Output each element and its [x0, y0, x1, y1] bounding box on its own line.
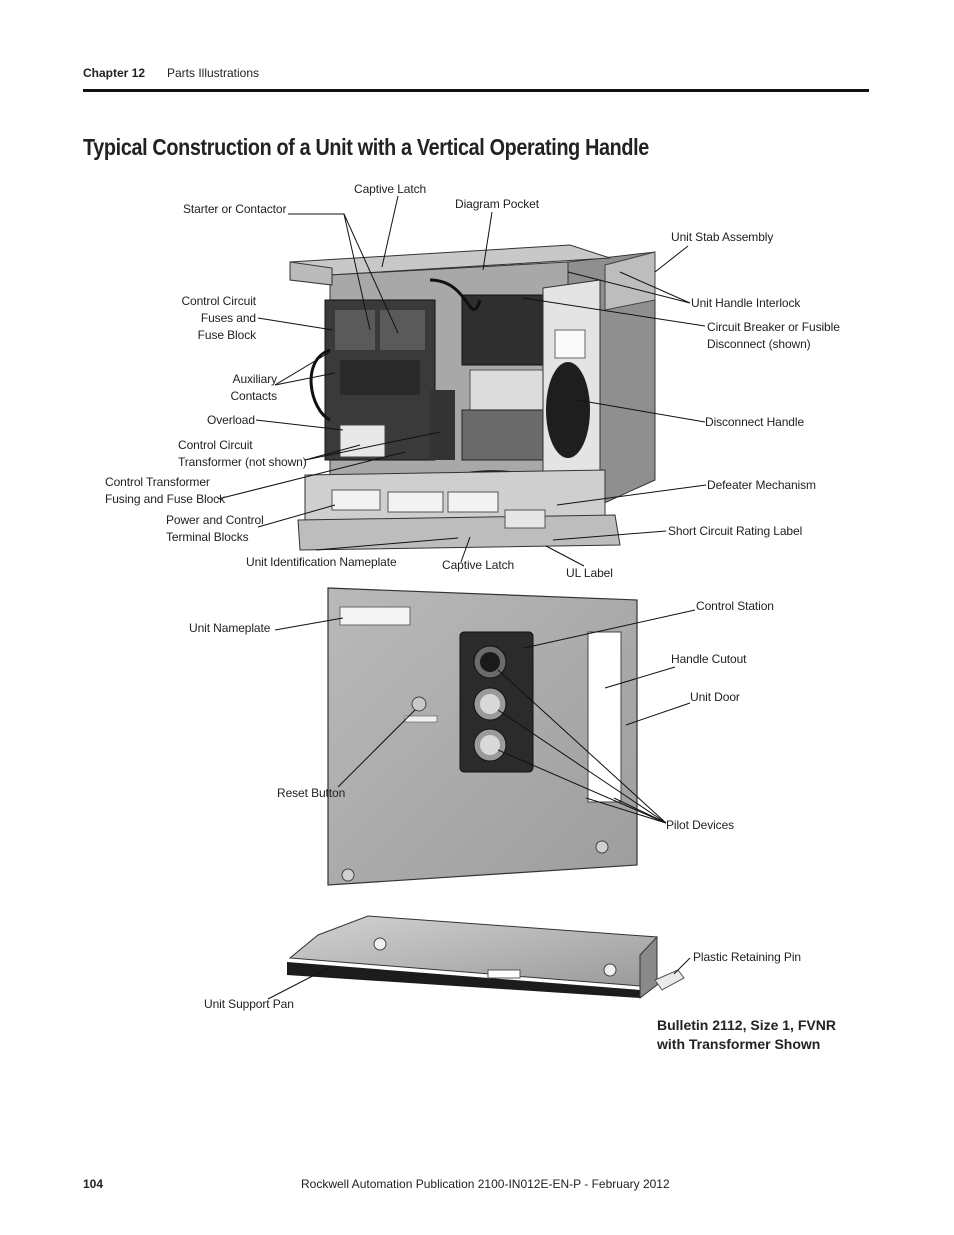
- running-header: Chapter 12 Parts Illustrations: [83, 66, 259, 80]
- label-short-circuit-rating: Short Circuit Rating Label: [668, 524, 803, 538]
- label-control-transformer: Control Circuit Transformer (not shown): [178, 438, 307, 469]
- label-circuit-breaker: Circuit Breaker or Fusible Disconnect (s…: [707, 320, 840, 351]
- label-transformer-fusing: Control Transformer Fusing and Fuse Bloc…: [105, 475, 225, 506]
- unit-assembly-image: [289, 244, 656, 551]
- label-reset-button: Reset Button: [277, 786, 346, 800]
- label-control-station: Control Station: [696, 599, 774, 613]
- label-control-circuit-fuses: Control Circuit Fuses and Fuse Block: [181, 294, 256, 342]
- label-handle-cutout: Handle Cutout: [671, 652, 747, 666]
- support-pan-image: [287, 915, 685, 1000]
- label-diagram-pocket: Diagram Pocket: [455, 197, 539, 211]
- label-plastic-retaining-pin: Plastic Retaining Pin: [693, 950, 801, 964]
- label-unit-nameplate: Unit Nameplate: [189, 621, 271, 635]
- section-label: Parts Illustrations: [167, 66, 260, 80]
- leader-lines: [217, 195, 707, 1000]
- label-terminal-blocks: Power and Control Terminal Blocks: [166, 513, 264, 544]
- page-title: Typical Construction of a Unit with a Ve…: [83, 134, 649, 160]
- chapter-label: Chapter 12: [83, 66, 146, 80]
- label-unit-stab-assembly: Unit Stab Assembly: [671, 230, 774, 244]
- label-overload: Overload: [207, 413, 255, 427]
- figure-caption: Bulletin 2112, Size 1, FVNR with Transfo…: [657, 1017, 836, 1052]
- unit-door-image: [327, 587, 638, 886]
- label-captive-latch-top: Captive Latch: [354, 182, 427, 196]
- label-starter-contactor: Starter or Contactor: [183, 202, 287, 216]
- label-ul-label: UL Label: [566, 566, 613, 580]
- label-unit-identification-nameplate: Unit Identification Nameplate: [246, 555, 397, 569]
- label-unit-handle-interlock: Unit Handle Interlock: [691, 296, 801, 310]
- label-unit-door: Unit Door: [690, 690, 740, 704]
- label-captive-latch-bottom: Captive Latch: [442, 558, 515, 572]
- page-number: 104: [83, 1177, 104, 1191]
- label-pilot-devices: Pilot Devices: [666, 818, 735, 832]
- label-auxiliary-contacts: Auxiliary Contacts: [230, 372, 277, 403]
- label-disconnect-handle: Disconnect Handle: [705, 415, 805, 429]
- publication-info: Rockwell Automation Publication 2100-IN0…: [301, 1177, 670, 1191]
- header-rule: [83, 89, 869, 92]
- label-defeater-mechanism: Defeater Mechanism: [707, 478, 816, 492]
- label-unit-support-pan: Unit Support Pan: [204, 997, 294, 1011]
